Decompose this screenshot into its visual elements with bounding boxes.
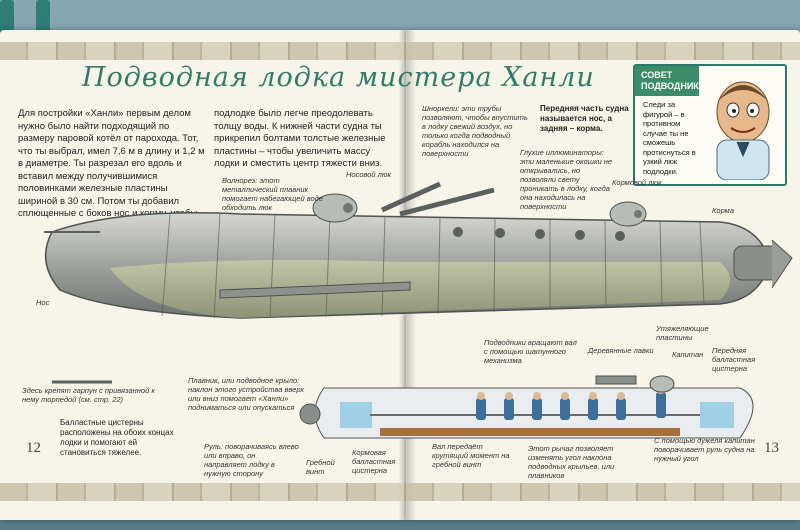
weights-label: Утяжеляющие пластины — [656, 324, 709, 342]
body-text-column-1: Для постройки «Ханли» первым делом нужно… — [18, 108, 205, 219]
captain-label: Капитан — [672, 350, 704, 359]
shaft-annotation: Вал передаёт крутящий момент на гребной … — [432, 442, 510, 469]
crew-annotation: Подводники вращают вал с помощью шатунно… — [484, 338, 577, 365]
cartoon-man-illustration — [716, 81, 770, 180]
advice-box: СОВЕТ ПОДВОДНИКУ Следи за фигурой – в пр… — [633, 64, 787, 186]
advice-text: Следи за фигурой – в противном случае ты… — [643, 100, 696, 176]
stern-label: Корма — [712, 206, 734, 215]
propeller-label: Гребной винт — [306, 458, 335, 476]
left-page-number: 12 — [26, 440, 41, 456]
body-text-column-2: подлодке было легче преодолевать толщу в… — [214, 108, 386, 169]
advice-heading: СОВЕТ ПОДВОДНИКУ — [635, 66, 705, 96]
bow-stern-note: Передняя часть судна называется нос, а з… — [540, 104, 629, 133]
harpoon-annotation: Здесь крепят гарпун с привязанной к нему… — [22, 386, 155, 404]
pump-annotation: С помощью дужеля капитан поворачивает ру… — [654, 436, 755, 463]
bottom-rivet-band — [0, 483, 800, 501]
ballast-tank-note: Балластные цистерны расположены на обоих… — [60, 418, 174, 457]
top-rivet-band — [0, 42, 800, 60]
porthole-annotation: Глухие иллюминаторы: эти маленькие окошк… — [520, 148, 613, 211]
snorkel-annotation: Шноркели: эти трубы позволяют, чтобы впу… — [422, 104, 528, 158]
right-page-number: 13 — [764, 440, 779, 456]
page-title: Подводная лодка мистера Ханли — [82, 62, 595, 93]
fin-annotation: Волнорез: этот металлический плавник пом… — [222, 176, 323, 212]
benches-label: Деревянные лавки — [588, 346, 654, 355]
nose-label: Нос — [36, 298, 50, 307]
lever-annotation: Этот рычаг позволяет изменять угол накло… — [528, 444, 615, 480]
stern-hatch-label: Кормовой люк — [612, 178, 662, 187]
front-ballast-label: Передняя балластная цистерна — [712, 346, 756, 373]
bow-hatch-label: Носовой люк — [346, 170, 392, 179]
stern-ballast-label: Кормовая балластная цистерна — [352, 448, 396, 475]
diving-plane-annotation: Плавник, или подводное крыло: наклон это… — [188, 376, 305, 412]
rudder-annotation: Руль: поворачиваясь влево или вправо, он… — [204, 442, 299, 478]
